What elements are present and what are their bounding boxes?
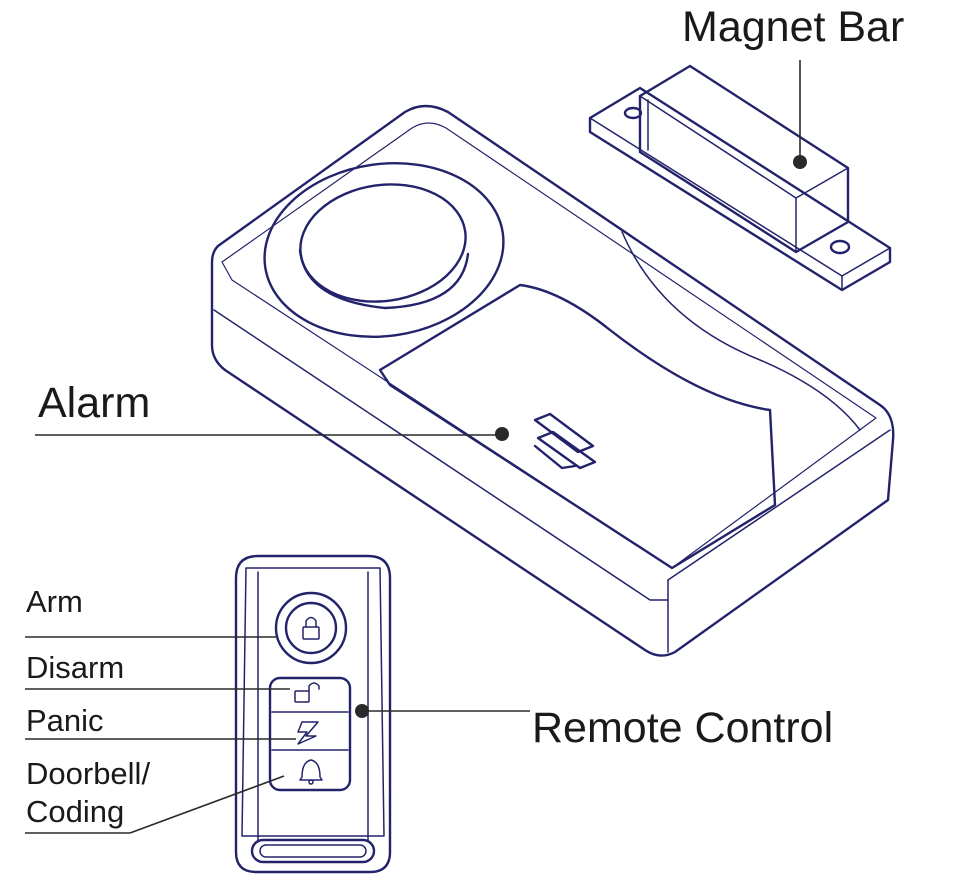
disarm-label: Disarm (26, 650, 125, 685)
doorbell-leader-diagonal (129, 775, 285, 834)
remote-control-label: Remote Control (532, 704, 834, 752)
magnet-bar-label: Magnet Bar (682, 3, 905, 51)
bell-icon (299, 759, 323, 785)
arm-label: Arm (26, 584, 83, 619)
remote-control-pointer (355, 704, 369, 718)
leader-lines (25, 60, 807, 834)
lock-icon (302, 616, 320, 640)
alarm-label: Alarm (38, 379, 151, 427)
magnet-bar-drawing (588, 64, 892, 292)
panic-label: Panic (26, 703, 104, 738)
coding-label: Coding (26, 794, 125, 829)
remote-control-drawing (234, 554, 392, 874)
magnet-bar-pointer (793, 155, 807, 169)
arm-button (274, 591, 348, 665)
unlock-icon (294, 682, 320, 703)
doorbell-label: Doorbell/ (26, 756, 151, 791)
lightning-icon (297, 721, 319, 745)
alarm-pointer (495, 427, 509, 441)
alarm-unit-drawing (210, 104, 895, 657)
